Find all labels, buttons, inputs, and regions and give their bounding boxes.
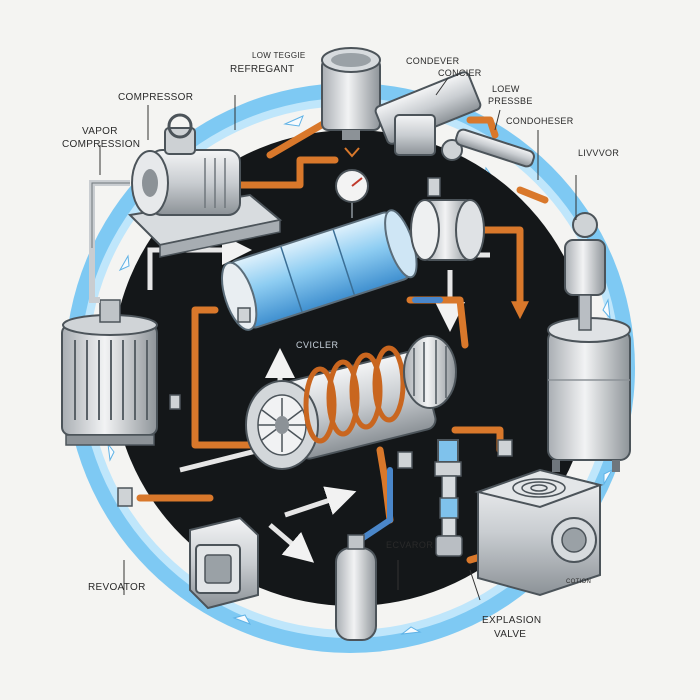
label-cycler: CVICLER [296,340,339,350]
expansion-valve [434,439,463,557]
label-compressor: COMPRESSOR [118,92,193,103]
label-concier: CONCIER [438,68,482,78]
liquid-line [357,297,443,543]
valve-manifold [374,71,535,168]
label-small-tag: COTION [566,579,591,585]
pipe-fittings [117,177,513,507]
label-livvor: LIVVVOR [578,148,619,158]
label-low-pressure-line2: PRESSBE [488,96,533,106]
label-condenser-right: CONDOHESER [506,116,574,126]
condenser-drum [410,199,485,261]
pressure-gauge [335,147,369,218]
central-compressor-coil [245,335,457,470]
label-low-refrigerant-line2: REFREGANT [230,64,294,75]
label-condenser-top: CONDEVER [406,56,460,66]
finned-evaporator-unit [61,248,158,446]
label-expansion-line1: EXPLASION [482,615,541,626]
label-evaporator: ECVAROR [386,540,433,550]
label-leaders [99,77,577,601]
label-low-refrigerant-line1: LOW TEGGIE [252,51,306,60]
label-vapor-line2: COMPRESSION [62,139,140,150]
condenser-fan-box [474,468,604,597]
label-vapor-line1: VAPOR [82,126,118,137]
top-refrigerant-canister [321,47,381,140]
label-low-pressure-line1: LOEW [492,84,520,94]
revorator-box [189,516,259,610]
label-expansion-line2: VALVE [494,629,526,640]
refrigerant-gas-cylinder [335,534,377,641]
receiver-tank [547,212,631,472]
label-revorator: REVOATOR [88,582,146,593]
compressor-unit [89,113,283,258]
